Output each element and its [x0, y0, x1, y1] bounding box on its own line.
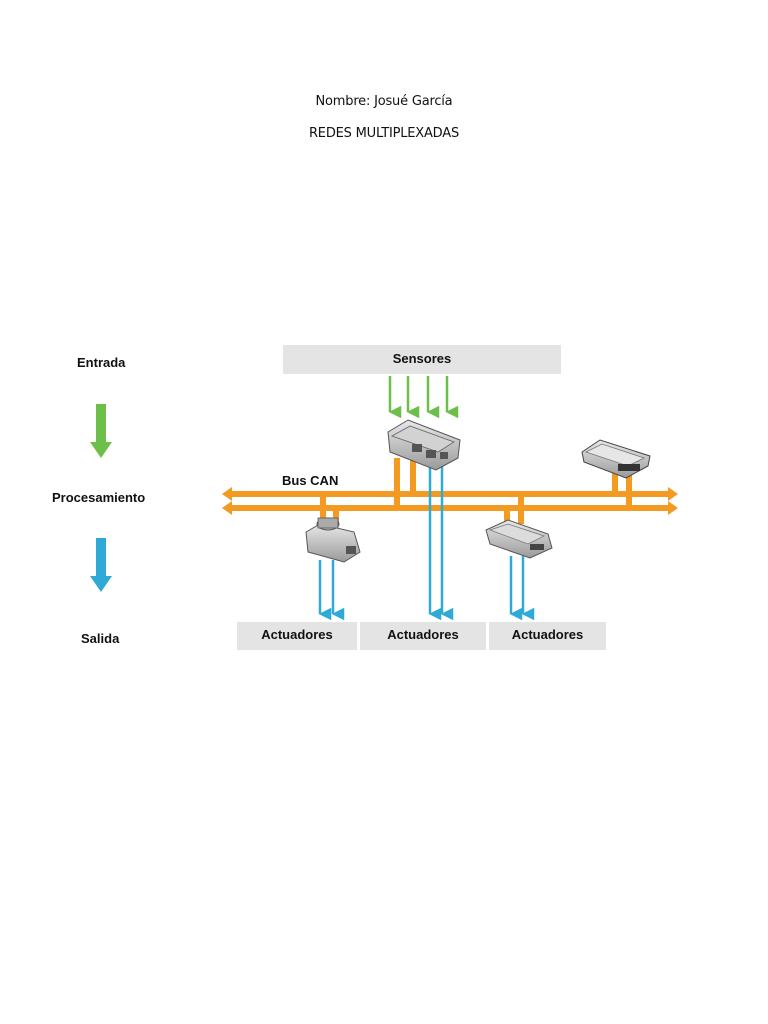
actuators-box-2: Actuadores: [360, 622, 486, 650]
ecu-module-icon: [387, 419, 461, 471]
sensor-signal-arrows: [388, 376, 459, 419]
actuators-box-3: Actuadores: [489, 622, 606, 650]
sensors-box: Sensores: [283, 345, 561, 374]
actuator-signal-arrows: [318, 462, 535, 621]
output-arrow: [90, 538, 112, 592]
input-arrow: [90, 404, 112, 458]
document-title: REDES MULTIPLEXADAS: [308, 126, 460, 141]
abs-module-icon: [305, 517, 361, 563]
control-module-icon: [485, 519, 553, 559]
control-unit-icon: [581, 439, 651, 479]
can-bus-lines: [222, 458, 678, 524]
bus-can-label: Bus CAN: [282, 473, 339, 488]
stage-output-label: Salida: [81, 631, 120, 646]
stage-processing-label: Procesamiento: [52, 490, 146, 505]
actuators-box-1: Actuadores: [237, 622, 357, 650]
stage-input-label: Entrada: [77, 355, 126, 370]
author-name: Nombre: Josué García: [315, 94, 453, 109]
